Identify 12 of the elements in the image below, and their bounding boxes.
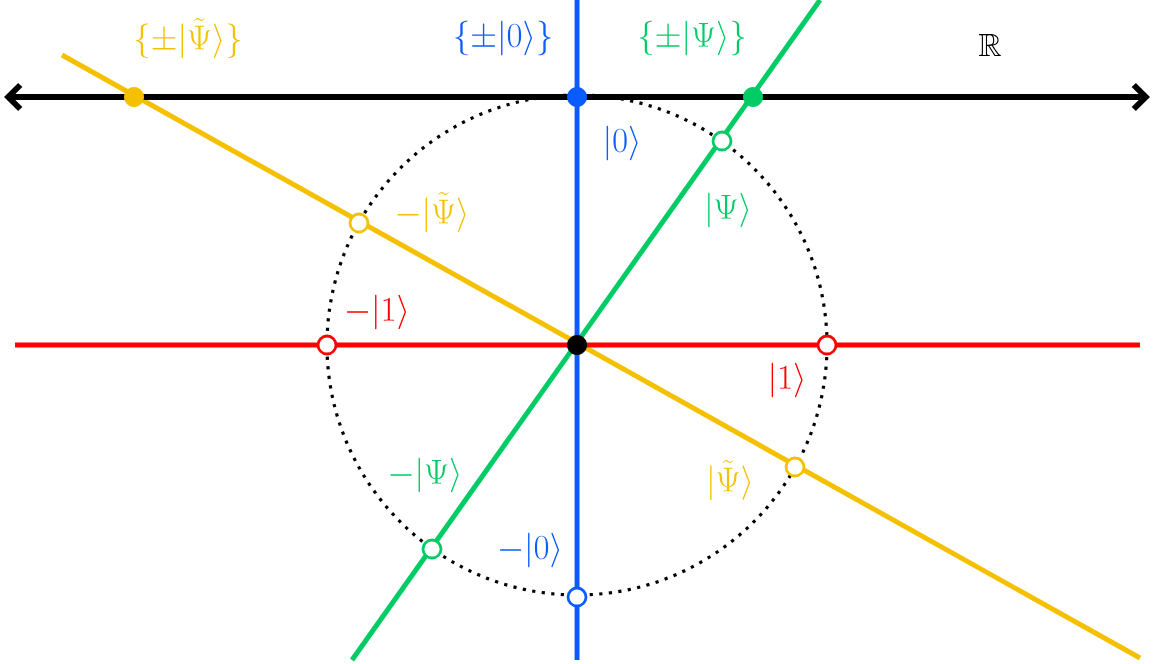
state-label: $|0\rangle$ [606, 125, 638, 161]
state-label: $|1\rangle$ [771, 362, 803, 398]
state-label: $|\Psi\rangle$ [708, 192, 749, 228]
state-label: $\{\pm|\tilde{\Psi}\rangle\}$ [135, 17, 241, 59]
state-label: $\mathbb{R}$ [978, 34, 1001, 56]
state-label: $-|0\rangle$ [500, 532, 560, 568]
state-label: $\{\pm|0\rangle\}$ [455, 20, 551, 56]
state-label: $-|1\rangle$ [347, 294, 407, 330]
state-label: $|\tilde{\Psi}\rangle$ [710, 460, 751, 501]
state-label: $-|\Psi\rangle$ [390, 457, 459, 493]
state-label: $\{\pm|\Psi\rangle\}$ [639, 20, 745, 56]
state-label: $-|\tilde{\Psi}\rangle$ [397, 191, 466, 233]
